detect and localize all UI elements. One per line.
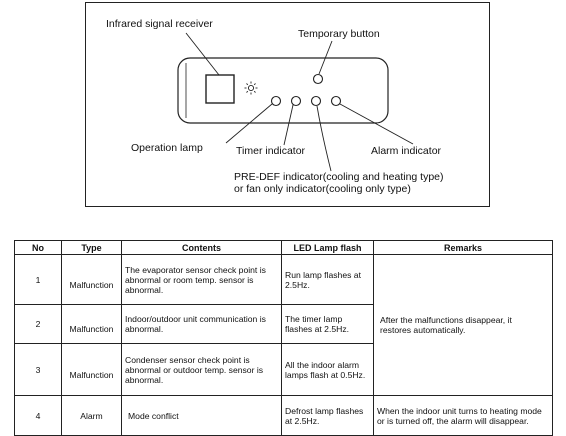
predef-leader [316, 105, 332, 172]
alarm-leader [339, 103, 414, 145]
operation-lamp-circle [270, 95, 282, 107]
row-contents: Mode conflict [121, 395, 282, 436]
table-row: 3 Malfunction Condenser sensor check poi… [14, 343, 553, 396]
header-type: Type [61, 240, 122, 255]
merged-remarks: After the malfunctions disappear, it res… [373, 254, 553, 396]
infrared-receiver-label: Infrared signal receiver [106, 18, 213, 30]
row-contents: Indoor/outdoor unit communication is abn… [121, 304, 282, 344]
timer-leader [283, 104, 294, 146]
row-type: Alarm [61, 395, 122, 436]
header-remarks: Remarks [373, 240, 553, 255]
row-type: Malfunction [61, 343, 122, 396]
table-row: 2 Malfunction Indoor/outdoor unit commun… [14, 304, 553, 344]
timer-indicator-circle [290, 95, 302, 107]
temporary-leader [318, 40, 333, 75]
header-contents: Contents [121, 240, 282, 255]
row-led: Run lamp flashes at 2.5Hz. [281, 254, 374, 305]
row-type: Malfunction [61, 304, 122, 344]
infrared-receiver-window [205, 74, 235, 104]
panel-diagram [177, 32, 414, 172]
row-no: 3 [14, 343, 62, 396]
table-row: 4 Alarm Mode conflict Defrost lamp flash… [14, 395, 553, 436]
row-led: Defrost lamp flashes at 2.5Hz. [281, 395, 374, 436]
row-led: All the indoor alarm lamps flash at 0.5H… [281, 343, 374, 396]
row-led: The timer lamp flashes at 2.5Hz. [281, 304, 374, 344]
alarm-indicator-label: Alarm indicator [371, 145, 442, 157]
header-led: LED Lamp flash [281, 240, 374, 255]
predef-indicator-label-line2: or fan only indicator(cooling only type) [234, 183, 411, 195]
table-row: 1 Malfunction The evaporator sensor chec… [14, 254, 553, 396]
operation-lamp-label: Operation lamp [131, 142, 203, 154]
predef-indicator-label-line1: PRE-DEF indicator(cooling and heating ty… [234, 171, 444, 183]
timer-indicator-label: Timer indicator [236, 145, 306, 157]
row-remarks: When the indoor unit turns to heating mo… [373, 395, 553, 436]
infrared-leader [185, 32, 220, 76]
row-contents: Condenser sensor check point is abnormal… [121, 343, 282, 396]
row-type: Malfunction [61, 254, 122, 305]
operation-leader [225, 103, 273, 144]
alarm-indicator-circle [330, 95, 342, 107]
indicator-panel-figure: Infrared signal receiver Temporary butto… [85, 2, 490, 207]
table-header-row: No Type Contents LED Lamp flash Remarks [14, 240, 553, 255]
predef-indicator-circle [310, 95, 322, 107]
header-no: No [14, 240, 62, 255]
row-no: 2 [14, 304, 62, 344]
row-no: 1 [14, 254, 62, 305]
panel-outline [177, 57, 389, 124]
temporary-button-label: Temporary button [298, 28, 380, 40]
sun-icon [244, 81, 258, 95]
malfunction-table: No Type Contents LED Lamp flash Remarks … [14, 240, 553, 436]
row-no: 4 [14, 395, 62, 436]
temporary-button-circle [312, 73, 324, 85]
row-contents: The evaporator sensor check point is abn… [121, 254, 282, 305]
